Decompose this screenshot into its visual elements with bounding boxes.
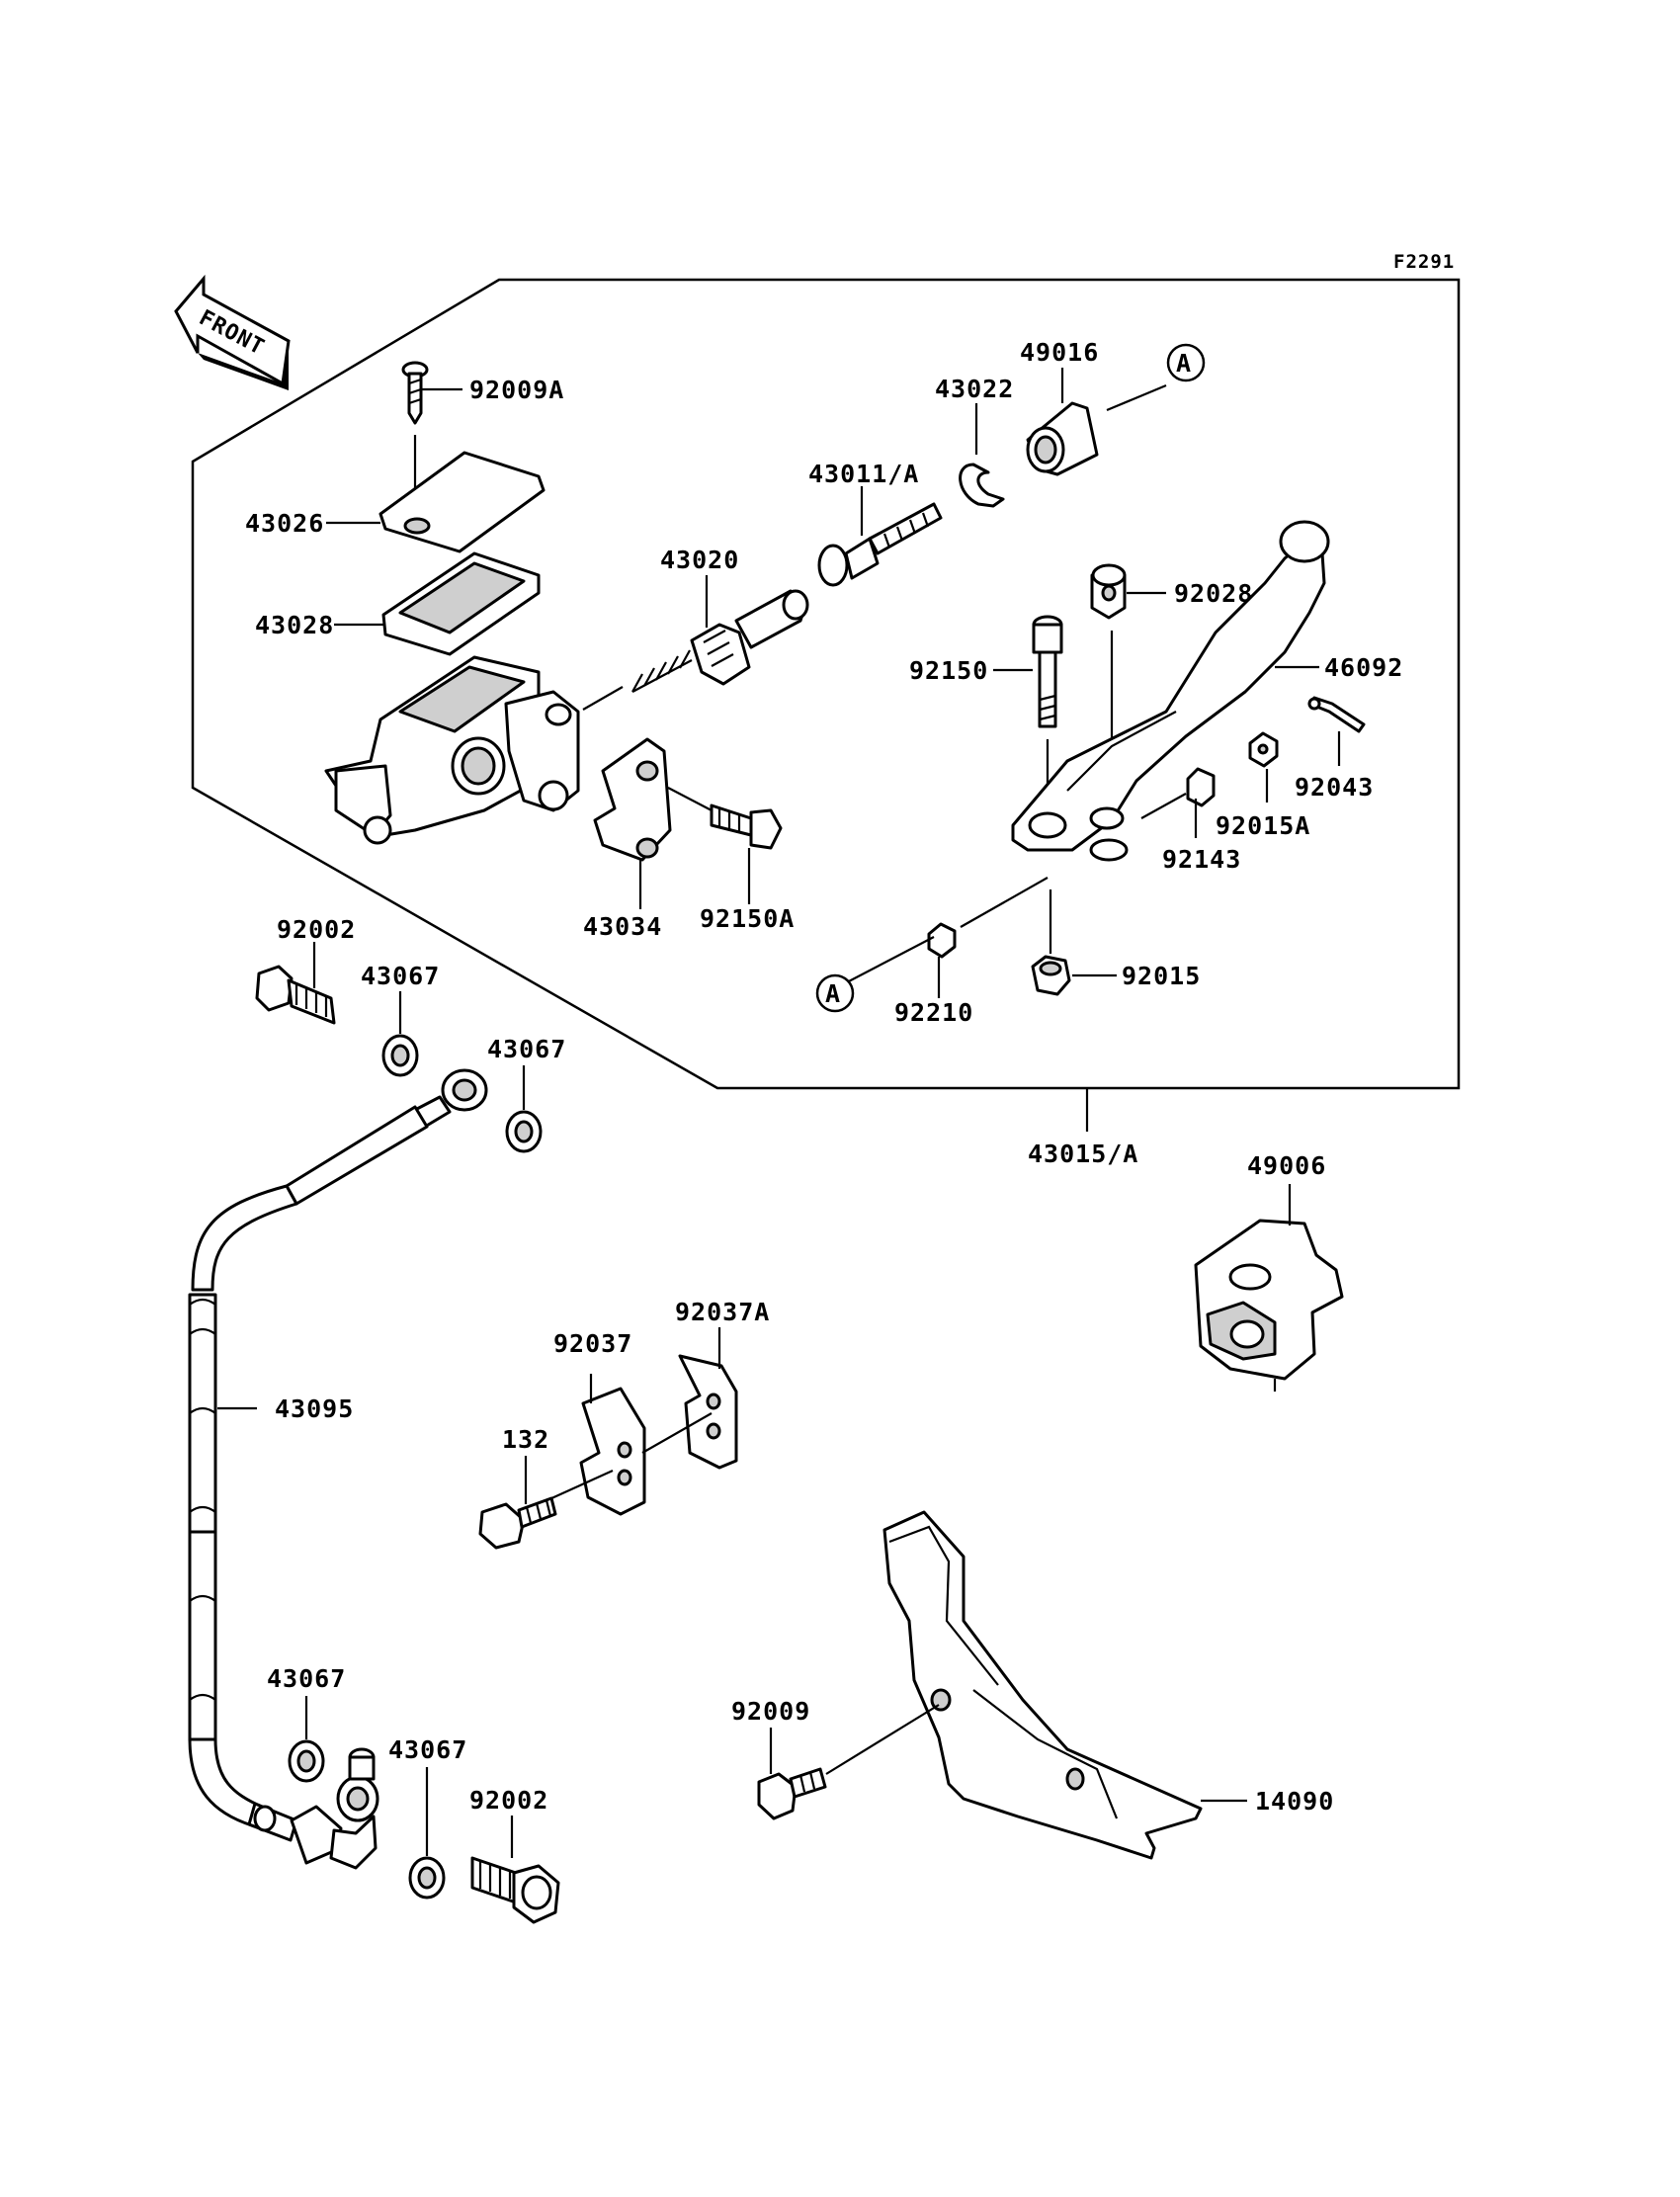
label-43020: 43020 [660,546,739,574]
banjo-bolt-92002-top [255,965,336,1025]
nut-92210 [927,922,957,959]
label-92009A: 92009A [469,376,564,404]
label-92028: 92028 [1174,579,1253,608]
svg-text:A: A [1176,349,1192,378]
cotter-pin-92043 [1307,696,1366,733]
master-cylinder-body [324,655,580,845]
diaphragm-43028 [381,551,541,656]
label-92015A: 92015A [1216,811,1310,840]
clutch-lever-46092 [1011,520,1330,852]
label-14090: 14090 [1255,1787,1334,1816]
bolt-132 [478,1496,557,1550]
screw-92009A [401,361,429,425]
label-49016: 49016 [1020,338,1099,367]
label-43011A: 43011/A [808,460,919,488]
label-92002-bottom: 92002 [469,1786,548,1815]
label-43015A: 43015/A [1028,1140,1138,1168]
label-43067-a: 43067 [361,962,440,990]
label-46092: 46092 [1324,653,1403,682]
label-92210: 92210 [894,998,973,1027]
clamp-92037 [579,1387,646,1516]
washer-lever [1089,838,1129,862]
banjo-bolt-92002-bottom [470,1856,560,1924]
circlip-43022 [959,463,1005,508]
label-92009: 92009 [731,1697,810,1726]
label-92037A: 92037A [675,1298,770,1326]
label-49006: 49006 [1247,1151,1326,1180]
lever-guard-49006 [1194,1219,1344,1381]
bolt-92009 [757,1767,827,1820]
label-132: 132 [502,1425,549,1454]
nut-92015A [1248,731,1279,768]
ref-marker-a-bottom: A [815,973,855,1013]
push-rod-43011A [817,502,943,587]
spring-43020 [631,649,693,693]
label-92150A: 92150A [700,904,795,933]
label-92037: 92037 [553,1329,632,1358]
label-43067-d: 43067 [388,1735,467,1764]
ref-marker-a-top: A [1166,343,1206,382]
figure-id: F2291 [1393,251,1455,273]
reservoir-cap-43026 [378,451,546,553]
nut-92015 [1031,955,1071,996]
front-arrow-icon: FRONT [174,274,291,390]
label-43026: 43026 [245,509,324,538]
collar-92143 [1186,767,1216,807]
clamp-92037A [678,1354,738,1470]
label-92150: 92150 [909,656,988,685]
bolt-92150A [710,803,783,850]
label-43067-b: 43067 [487,1035,566,1063]
label-43022: 43022 [935,375,1014,403]
label-43095: 43095 [275,1394,354,1423]
hand-guard-14090 [882,1510,1203,1860]
holder-clamp-43034 [593,737,672,862]
label-92043: 92043 [1295,773,1374,802]
label-43067-c: 43067 [267,1664,346,1693]
label-92015: 92015 [1122,962,1201,990]
label-92143: 92143 [1162,845,1241,874]
assembly-frame [191,278,1461,1090]
piston-43020 [690,589,809,686]
pivot-bolt-92150 [1032,615,1063,728]
label-43028: 43028 [255,611,334,639]
label-43034: 43034 [583,912,662,941]
brake-hose-43095 [188,1068,488,1870]
label-92002-top: 92002 [277,915,356,944]
adjuster-92028 [1090,563,1127,620]
boot-49016 [1026,401,1099,476]
svg-text:A: A [825,979,841,1008]
